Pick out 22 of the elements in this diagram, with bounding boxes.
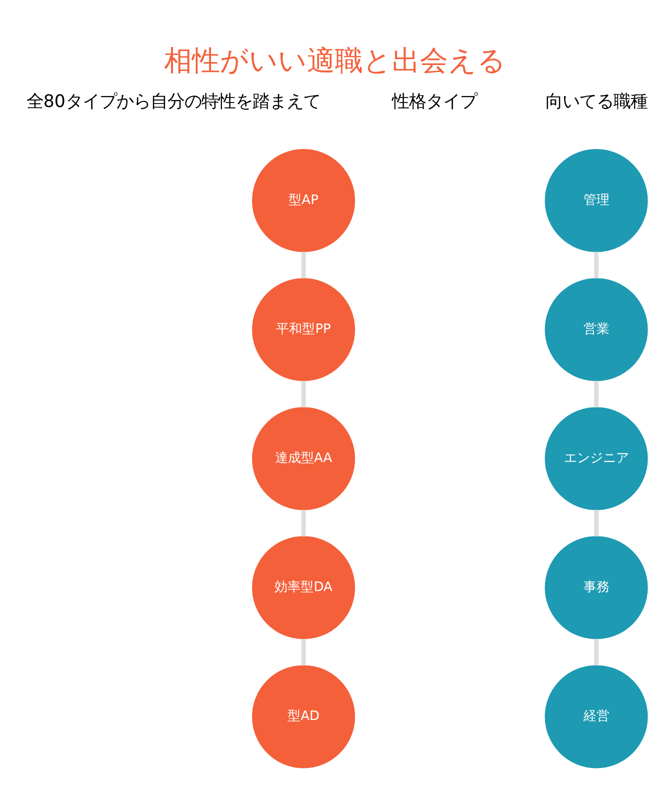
node-circle: 平和型PP	[252, 278, 356, 381]
diagram-title: 相性がいい適職と出会える	[164, 44, 506, 77]
node-circle: 型AD	[252, 664, 356, 768]
node-circle: エンジニア	[544, 406, 648, 510]
node-circle: 型AP	[252, 148, 356, 252]
connector	[301, 509, 306, 536]
node-circle: 管理	[544, 148, 648, 252]
label: 向いてる職種	[545, 92, 648, 112]
node-circle: 営業	[544, 278, 648, 381]
label: 性格タイプ	[392, 92, 478, 112]
node-circle: 経営	[544, 664, 648, 768]
connector	[301, 638, 306, 665]
node-circle: 事務	[544, 536, 648, 639]
connector	[594, 380, 598, 407]
connector	[594, 509, 598, 536]
connector	[594, 251, 598, 278]
connector	[594, 638, 598, 665]
node-circle: 達成型AA	[252, 406, 356, 510]
connector	[301, 251, 306, 278]
connector	[301, 380, 306, 407]
label: 全80タイプから自分の特性を踏まえて	[26, 92, 320, 112]
node-circle: 効率型DA	[252, 536, 356, 639]
